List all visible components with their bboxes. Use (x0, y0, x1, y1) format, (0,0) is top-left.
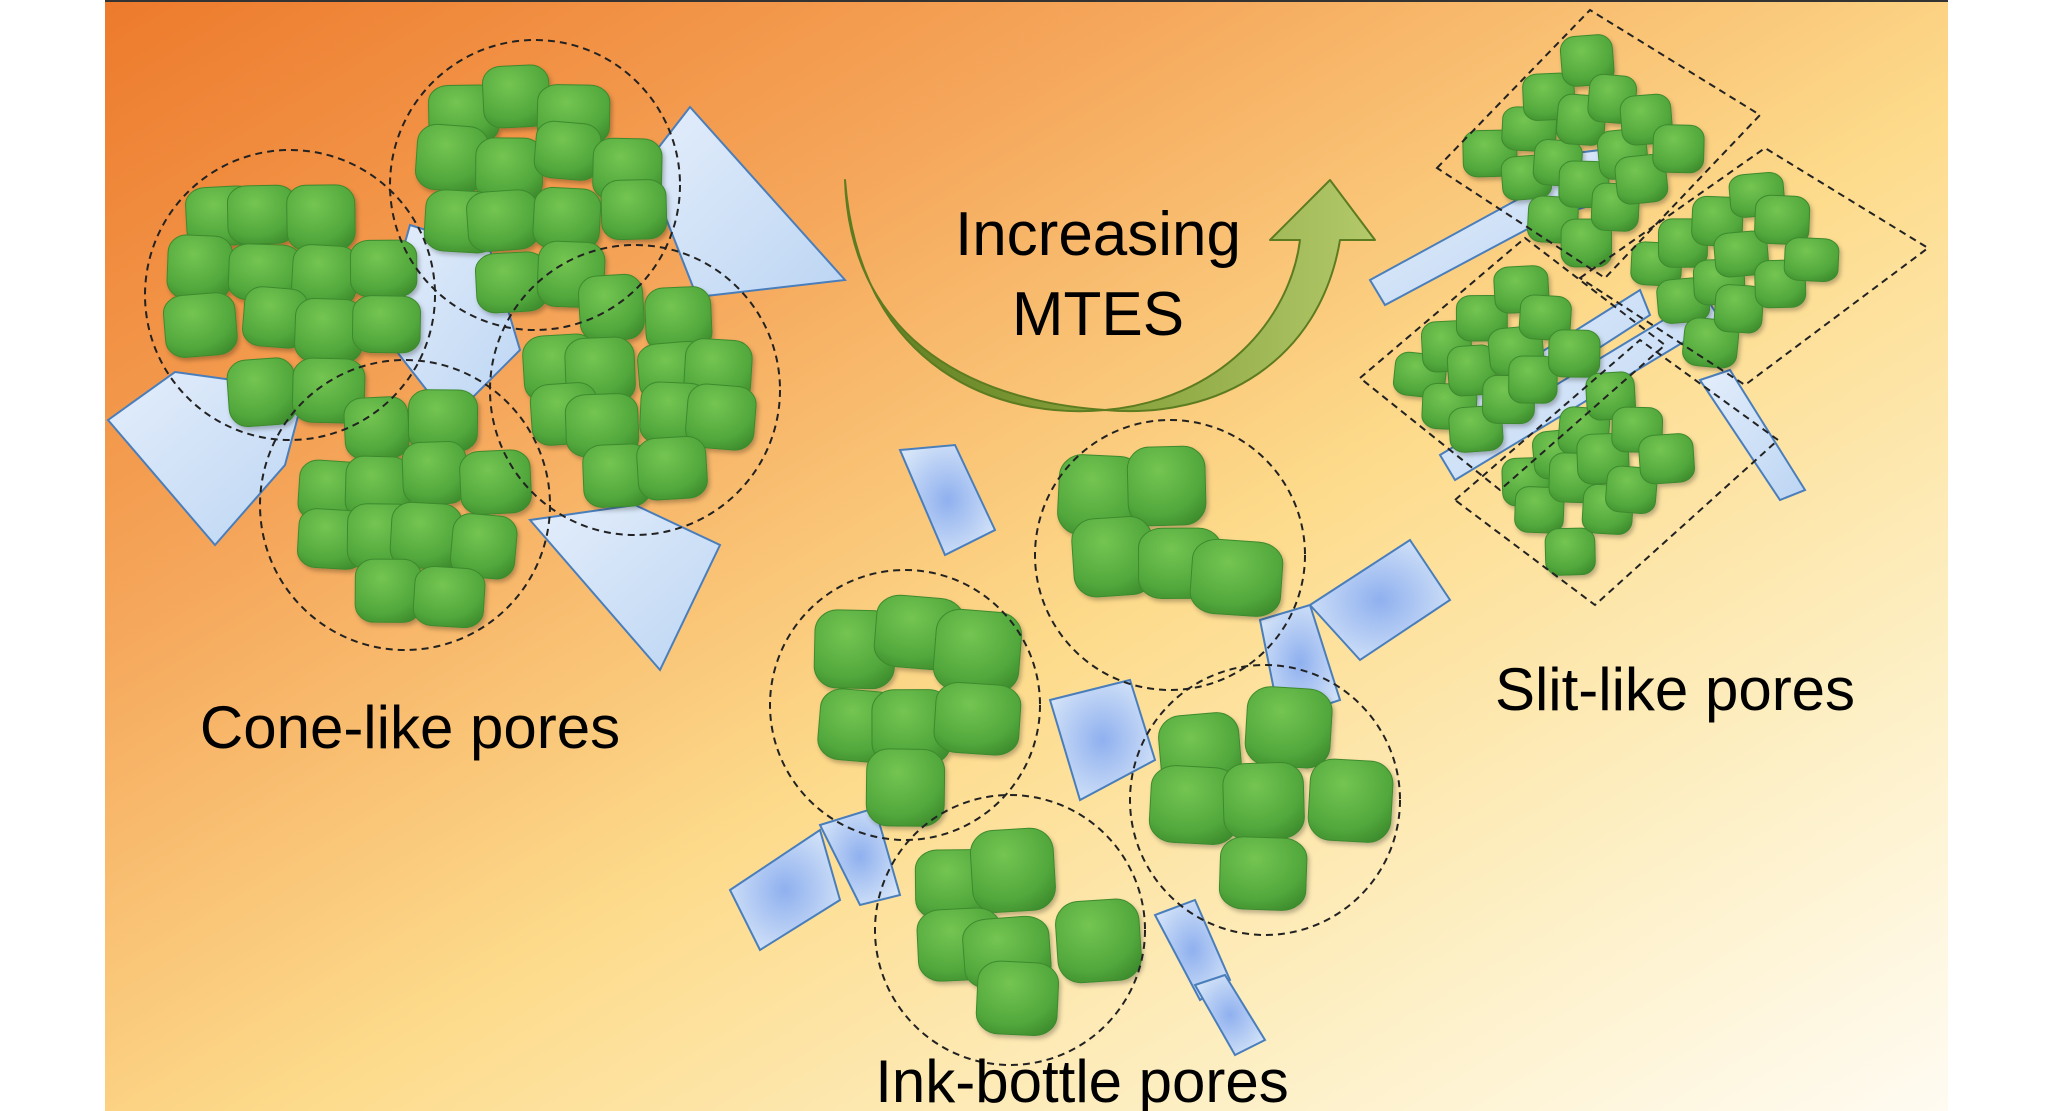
green-particle (636, 436, 708, 501)
green-particle (1189, 538, 1284, 617)
green-particle (354, 558, 423, 623)
ink-particles (813, 445, 1394, 1037)
cone-like-pores-label: Cone-like pores (200, 694, 620, 761)
green-particle (1222, 762, 1305, 840)
cone-particles (162, 64, 757, 629)
green-particle (975, 960, 1060, 1037)
green-particle (1544, 527, 1596, 576)
green-particle (412, 565, 486, 629)
green-particle (1518, 294, 1572, 341)
green-particle (226, 357, 298, 428)
green-particle (343, 396, 410, 460)
green-particle (933, 682, 1022, 756)
cone-like-pores-group: Cone-like pores (106, 39, 848, 761)
green-particle (1638, 433, 1696, 485)
ink-bottle-pores-group: Ink-bottle pores (728, 419, 1452, 1111)
green-particle (286, 184, 356, 252)
green-particle (1652, 124, 1705, 174)
green-particle (1218, 836, 1308, 911)
slit-particles (1392, 34, 1840, 576)
green-particle (1508, 355, 1558, 404)
green-particle (1713, 284, 1764, 334)
green-particle (685, 383, 757, 451)
green-particle (1713, 230, 1770, 278)
green-particle (1055, 898, 1142, 984)
slit-cluster-outlines (1358, 8, 1930, 607)
ink-bottle-pores (728, 443, 1452, 1057)
slit-like-pores-label: Slit-like pores (1495, 656, 1855, 723)
green-particle (162, 292, 238, 358)
green-particle (1559, 34, 1615, 87)
green-particle (1614, 154, 1669, 205)
green-particle (1307, 758, 1394, 843)
green-particle (166, 234, 234, 300)
ink-bottle-pores-label: Ink-bottle pores (875, 1048, 1289, 1111)
green-particle (459, 449, 532, 515)
green-particle (1455, 295, 1508, 342)
green-particle (1754, 194, 1811, 245)
slit-like-pores-group: Slit-like pores (1358, 8, 1930, 723)
ink-cluster-outlines (769, 419, 1401, 1066)
cone-cluster-outlines (144, 39, 781, 651)
green-particle (600, 179, 668, 241)
green-particle (401, 441, 468, 505)
green-particle (466, 189, 540, 252)
green-particle (969, 827, 1056, 913)
green-particle (1783, 237, 1840, 282)
green-particle (349, 239, 418, 298)
arrow-label-line1: Increasing (955, 200, 1241, 269)
green-particle (226, 184, 297, 245)
green-particle (1548, 329, 1601, 378)
increasing-mtes-arrow: Increasing MTES (844, 179, 1376, 413)
arrow-label-line2: MTES (1012, 280, 1184, 349)
green-particle (1244, 686, 1333, 769)
curved-arrow (844, 179, 1376, 413)
green-particle (1514, 486, 1565, 534)
green-particle (865, 748, 946, 827)
green-particle (351, 295, 421, 354)
green-particle (1126, 445, 1207, 527)
green-particle (533, 120, 602, 181)
